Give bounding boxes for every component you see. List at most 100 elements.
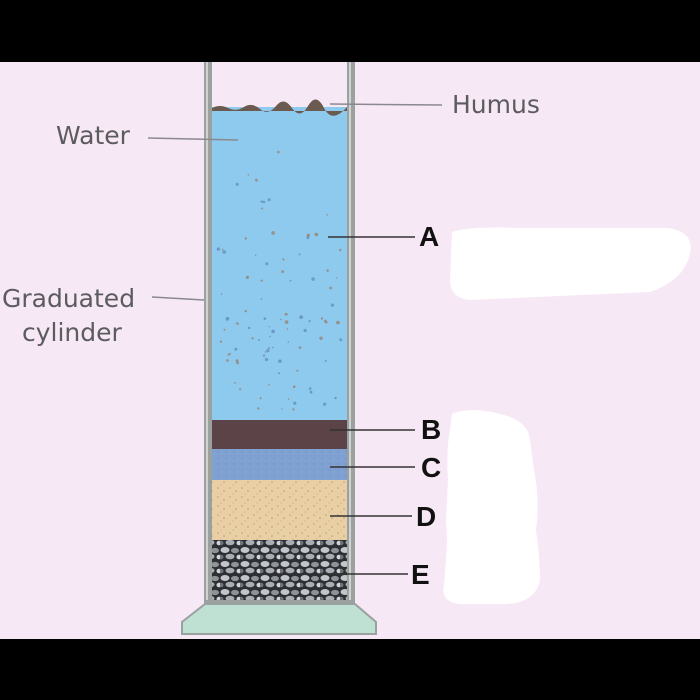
sediment-dot xyxy=(258,339,260,342)
sediment-dot xyxy=(239,388,242,391)
label-water: Water xyxy=(56,121,130,150)
sediment-dot xyxy=(292,408,295,411)
graduated-leader-line xyxy=(151,296,205,301)
sediment-dot xyxy=(223,328,226,331)
sediment-dot xyxy=(271,231,275,235)
sediment-dot xyxy=(264,357,269,362)
sediment-dot xyxy=(323,402,327,406)
sediment-dot xyxy=(251,337,254,340)
sediment-dot xyxy=(216,247,221,251)
label-b: B xyxy=(421,414,442,445)
label-humus: Humus xyxy=(452,90,540,119)
sediment-dot xyxy=(245,275,249,279)
label-a: A xyxy=(419,221,440,252)
sediment-dot xyxy=(281,270,285,273)
sediment-dot xyxy=(296,369,299,372)
sediment-dot xyxy=(234,347,238,351)
bottom-black-band xyxy=(0,639,700,700)
sediment-dot xyxy=(268,384,270,386)
sediment-dot xyxy=(278,359,282,364)
sediment-dot xyxy=(225,316,230,321)
cylinder-base xyxy=(181,603,377,635)
sediment-dot xyxy=(308,320,311,323)
sediment-dot xyxy=(260,279,263,282)
sediment-dot xyxy=(326,269,329,272)
sediment-dot xyxy=(268,325,271,328)
sediment-dot xyxy=(271,346,274,349)
clay-layer xyxy=(212,420,347,449)
sediment-dot xyxy=(323,319,327,322)
sediment-dot xyxy=(286,328,289,330)
humus-leader-line xyxy=(329,103,443,106)
sediment-dot xyxy=(259,397,262,400)
answer-blank-a xyxy=(450,227,691,300)
water-sediment-dots xyxy=(216,150,343,411)
sediment-dot xyxy=(227,353,230,356)
water-layer xyxy=(212,107,347,420)
sediment-dot xyxy=(308,387,312,390)
sediment-dot xyxy=(255,254,257,256)
sediment-dot xyxy=(278,372,280,375)
letter-leader-lines xyxy=(328,236,415,575)
sediment-dot xyxy=(320,317,324,320)
sediment-dot xyxy=(306,236,310,240)
sediment-dot xyxy=(235,182,239,186)
sand-layer xyxy=(212,480,347,540)
sediment-dot xyxy=(306,233,310,237)
sediment-dot xyxy=(284,312,288,316)
gravel-layer xyxy=(212,540,347,603)
label-graduated-line1: Graduated xyxy=(2,284,136,313)
sediment-dot xyxy=(247,326,251,330)
sediment-dot xyxy=(329,286,332,290)
sediment-dot xyxy=(298,346,302,349)
sediment-dot xyxy=(314,232,319,237)
sediment-dot xyxy=(247,174,250,176)
sediment-dot xyxy=(330,303,334,307)
sediment-dot xyxy=(271,329,275,334)
sediment-dot xyxy=(236,361,240,365)
sediment-dot xyxy=(260,200,263,203)
sediment-dot xyxy=(339,338,343,342)
sediment-dot xyxy=(221,248,224,251)
sediment-dot xyxy=(235,359,239,363)
sediment-dot xyxy=(336,320,340,325)
sediment-dot xyxy=(324,359,327,362)
sediment-dot xyxy=(309,390,313,394)
sediment-dot xyxy=(334,396,337,400)
sediment-dot xyxy=(257,407,260,410)
sediment-dot xyxy=(335,277,338,279)
sediment-dot xyxy=(220,293,223,296)
sediment-dot xyxy=(289,279,292,282)
sediment-dot xyxy=(266,349,270,353)
sediment-dot xyxy=(265,262,269,266)
sediment-dot xyxy=(262,354,266,357)
sediment-dot xyxy=(277,150,280,154)
label-e: E xyxy=(411,559,430,590)
sediment-dot xyxy=(303,328,307,333)
sediment-dot xyxy=(263,317,267,320)
sediment-dot xyxy=(234,382,236,384)
sediment-dot xyxy=(281,408,283,410)
answer-blank-b-e xyxy=(443,410,540,605)
sediment-dot xyxy=(293,401,297,405)
sediment-dot xyxy=(222,250,226,254)
top-black-band xyxy=(0,0,700,62)
sediment-dot xyxy=(326,214,329,216)
sediment-dot xyxy=(267,347,270,350)
silt-layer xyxy=(212,449,347,480)
label-graduated-line2: cylinder xyxy=(22,318,122,347)
humus-layer xyxy=(212,99,347,116)
sediment-dot xyxy=(219,340,223,343)
sediment-dot xyxy=(282,258,285,261)
sediment-dot xyxy=(269,335,272,338)
sediment-dot xyxy=(226,359,229,362)
water-leader-line xyxy=(147,137,239,141)
sediment-dot xyxy=(287,341,290,343)
sediment-dot xyxy=(267,198,271,202)
sediment-dot xyxy=(287,398,290,401)
sediment-dot xyxy=(260,298,263,301)
sediment-dot xyxy=(292,385,296,389)
sediment-dot xyxy=(255,178,258,182)
